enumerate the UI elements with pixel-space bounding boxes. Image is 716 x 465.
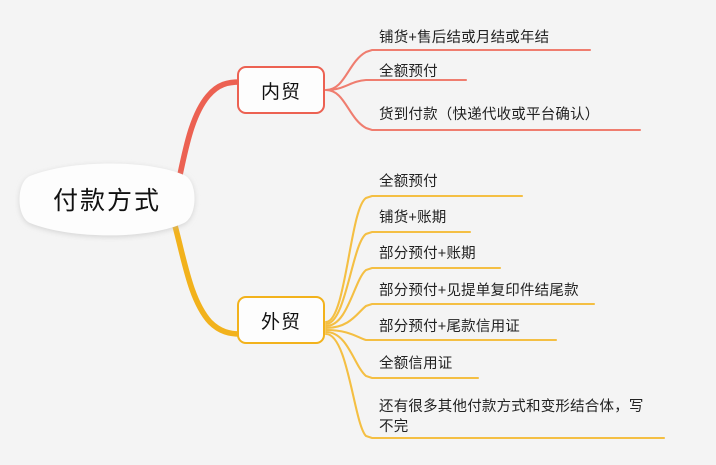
branch-node-domestic-label: 内贸 [260,81,301,103]
leaf-foreign-4[interactable]: 部分预付+见提单复印件结尾款 [379,283,579,299]
leaf-foreign-3[interactable]: 部分预付+账期 [379,246,476,262]
root-node-shape[interactable] [19,163,195,236]
branch-node-foreign[interactable]: 外贸 [237,296,325,344]
connector-foreign-child-4 [324,302,596,330]
root-node-label: 付款方式 [52,187,161,215]
connector-domestic-child-2 [324,78,468,92]
leaf-foreign-7[interactable]: 还有很多其他付款方式和变形结合体，写 不完 [379,399,644,435]
leaf-domestic-1[interactable]: 铺货+售后结或月结或年结 [379,30,550,46]
connector-foreign-child-7 [324,332,666,440]
connector-foreign-child-5 [324,328,558,342]
leaf-foreign-5[interactable]: 部分预付+尾款信用证 [379,319,520,335]
leaf-domestic-3[interactable]: 货到付款（快递代收或平台确认） [379,107,600,123]
connector-domestic-child-1 [324,48,592,92]
leaf-foreign-1[interactable]: 全额预付 [379,174,438,190]
leaf-foreign-2[interactable]: 铺货+账期 [379,210,447,226]
connector-foreign-child-3 [324,266,502,328]
connector-domestic-child-3 [324,88,642,132]
connector-foreign-child-1 [324,194,524,324]
connector-foreign-child-2 [324,230,472,326]
root-node[interactable]: 付款方式 [14,162,200,236]
leaf-domestic-2[interactable]: 全额预付 [379,64,438,80]
leaf-foreign-6[interactable]: 全额信用证 [379,356,453,372]
connector-foreign-child-6 [324,330,480,380]
connector-root-to-foreign [171,219,243,337]
branch-node-foreign-label: 外贸 [260,311,301,333]
branch-node-domestic[interactable]: 内贸 [237,66,325,114]
